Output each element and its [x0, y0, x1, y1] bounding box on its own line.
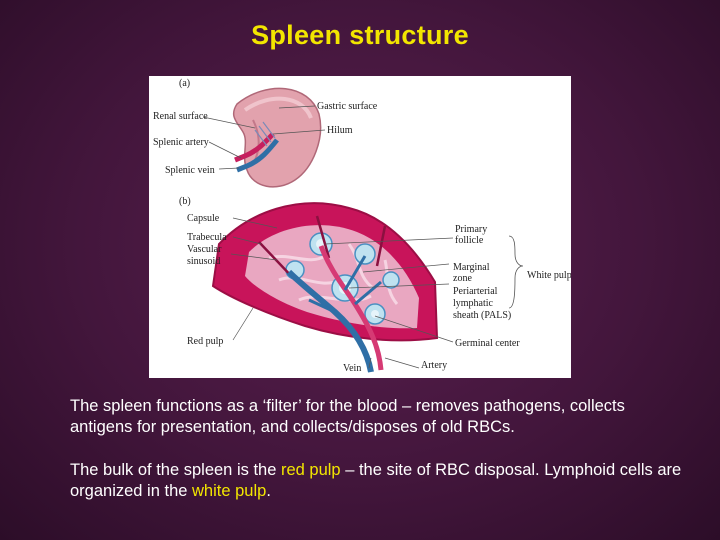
label-pals-3: sheath (PALS) — [453, 310, 511, 321]
label-pals-2: lymphatic — [453, 298, 494, 309]
spleen-diagram: (a) Renal surface Splenic artery Splenic… — [149, 76, 571, 378]
spleen-whole-illustration — [232, 87, 322, 188]
label-hilum: Hilum — [327, 125, 353, 136]
label-pals-1: Periarterial — [453, 286, 498, 297]
label-white-pulp: White pulp — [527, 270, 571, 281]
p2-text-1: The bulk of the spleen is the — [70, 461, 281, 479]
spleen-illustration: (a) Renal surface Splenic artery Splenic… — [153, 78, 571, 374]
label-vascular-sinusoid-1: Vascular — [187, 244, 222, 255]
label-vascular-sinusoid-2: sinusoid — [187, 256, 220, 267]
description-paragraph-1: The spleen functions as a ‘filter’ for t… — [70, 397, 625, 436]
label-primary-follicle-2: follicle — [455, 235, 484, 246]
label-splenic-vein: Splenic vein — [165, 165, 215, 176]
label-capsule: Capsule — [187, 213, 220, 224]
white-pulp-brace — [508, 235, 524, 309]
label-germinal-center: Germinal center — [455, 338, 520, 349]
white-pulp-highlight: white pulp — [192, 482, 267, 500]
label-vein: Vein — [343, 363, 361, 374]
spleen-section-illustration — [211, 202, 439, 373]
label-red-pulp: Red pulp — [187, 336, 223, 347]
label-splenic-artery: Splenic artery — [153, 137, 209, 148]
label-primary-follicle-1: Primary — [455, 224, 487, 235]
panel-b-tag: (b) — [179, 196, 191, 207]
panel-a-tag: (a) — [179, 78, 190, 89]
label-artery: Artery — [421, 360, 447, 371]
label-gastric-surface: Gastric surface — [317, 101, 378, 112]
p2-text-3: . — [266, 482, 271, 500]
label-marginal-zone-2: zone — [453, 273, 472, 284]
p2-text-2: – the site of RBC disposal. Lymphoid cel… — [70, 461, 682, 500]
red-pulp-highlight: red pulp — [280, 461, 341, 479]
description-paragraph-2: The bulk of the spleen is the red pulp –… — [70, 460, 690, 502]
slide-title: Spleen structure — [251, 20, 469, 50]
label-trabecula: Trabecula — [187, 232, 227, 243]
label-renal-surface: Renal surface — [153, 111, 208, 122]
label-marginal-zone-1: Marginal — [453, 262, 490, 273]
